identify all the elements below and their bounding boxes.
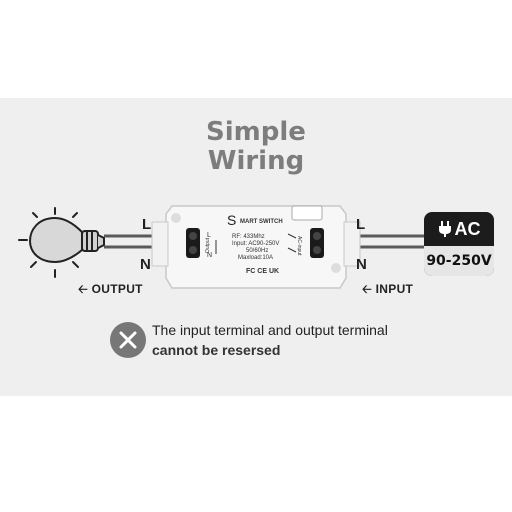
left-live-label: L (142, 216, 152, 233)
light-bulb-icon (18, 207, 105, 278)
ac-label: AC (454, 219, 481, 239)
left-neutral-label: N (140, 256, 151, 273)
input-direction: 🡠 INPUT (362, 280, 413, 301)
voltage-range: 90-250V (424, 246, 494, 276)
right-live-label: L (356, 216, 366, 233)
device-brand-small: MART SWITCH (240, 219, 283, 225)
device-brand-big: S (227, 212, 237, 228)
plug-icon (438, 221, 451, 237)
title-line-2: Wiring (207, 146, 305, 176)
device-spec-rf: RF: 433Mhz (232, 234, 265, 240)
output-direction: 🡠 OUTPUT (78, 280, 143, 301)
device-cert-marks: FC CE UK (246, 268, 280, 275)
device-output-tag: Output (205, 237, 211, 253)
device-spec-freq: 50/60Hz (246, 248, 269, 254)
ac-power-header: AC (424, 212, 494, 246)
device-input-tag: AC-input (296, 236, 302, 256)
warning-line-1: The input terminal and output terminal (152, 322, 388, 338)
ac-power-badge: AC 90-250V (424, 212, 494, 276)
device-spec-input: Input: AC90-250V (232, 241, 280, 247)
output-label: OUTPUT (91, 282, 143, 296)
title-line-1: Simple (206, 117, 306, 147)
warning-text: The input terminal and output terminal c… (152, 320, 388, 360)
smart-switch-device (151, 205, 361, 289)
arrow-left-icon: 🡠 (362, 282, 373, 296)
close-icon (110, 322, 146, 358)
warning-line-2: cannot be resersed (152, 342, 281, 358)
right-neutral-label: N (356, 256, 367, 273)
device-spec-load: Maxload:10A (238, 255, 274, 261)
arrow-left-icon: 🡠 (78, 282, 89, 296)
input-label: INPUT (375, 282, 414, 296)
device-terminal-n: N (207, 252, 213, 259)
device-terminal-l: L (207, 232, 211, 239)
